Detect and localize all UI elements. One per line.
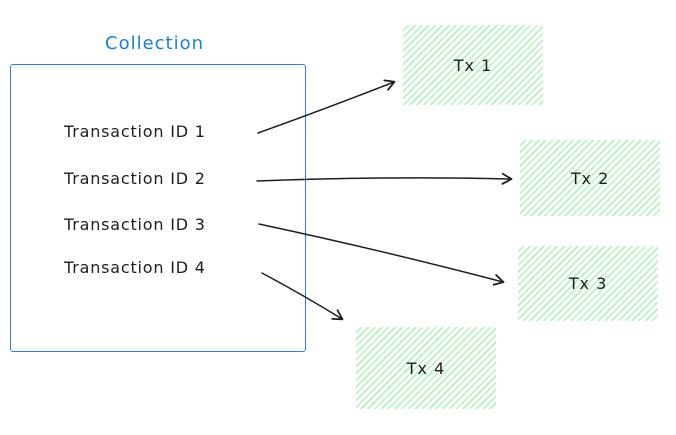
transaction-id-4-label: Transaction ID 4 — [64, 258, 206, 277]
transaction-id-1-label: Transaction ID 1 — [64, 122, 206, 141]
collection-title: Collection — [105, 33, 205, 54]
tx-3-label: Tx 3 — [568, 274, 608, 293]
transaction-id-3-label: Transaction ID 3 — [64, 215, 206, 234]
tx-3-node: Tx 3 — [518, 246, 658, 321]
collection-box — [10, 64, 306, 352]
tx-4-label: Tx 4 — [406, 358, 446, 378]
tx-2-label: Tx 2 — [570, 168, 610, 188]
tx-1-node: Tx 1 — [403, 25, 543, 105]
tx-2-node: Tx 2 — [520, 140, 660, 216]
transaction-id-2-label: Transaction ID 2 — [64, 169, 206, 188]
tx-4-node: Tx 4 — [356, 327, 496, 409]
tx-1-label: Tx 1 — [453, 55, 493, 75]
